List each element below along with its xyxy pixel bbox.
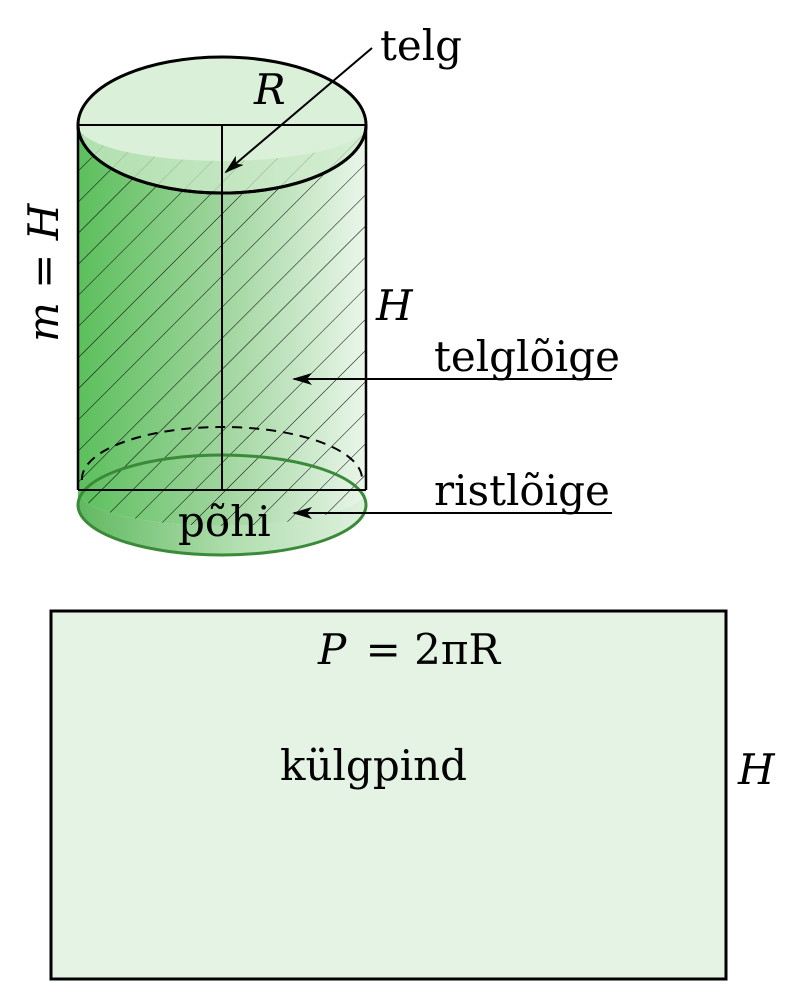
base-hidden-edge (80, 425, 363, 481)
lateral-surface-label: külgpind (280, 741, 467, 790)
cross-section-label: ristlõige (434, 466, 610, 515)
height-right-label: H (375, 281, 414, 330)
base-ellipse-front (78, 490, 366, 555)
perimeter-symbol: P (317, 625, 347, 674)
base-label: põhi (178, 497, 271, 546)
rect-height-label: H (737, 745, 776, 794)
height-side-label: m = H (19, 202, 68, 342)
axial-section-label: telglõige (434, 332, 620, 381)
perimeter-label: P = 2πR (317, 625, 501, 674)
axis-pointer-arrow (224, 47, 373, 174)
lateral-surface-rect (49, 609, 728, 981)
axis-label: telg (380, 21, 462, 70)
radius-label: R (253, 65, 286, 114)
perimeter-formula: = 2πR (366, 625, 502, 674)
